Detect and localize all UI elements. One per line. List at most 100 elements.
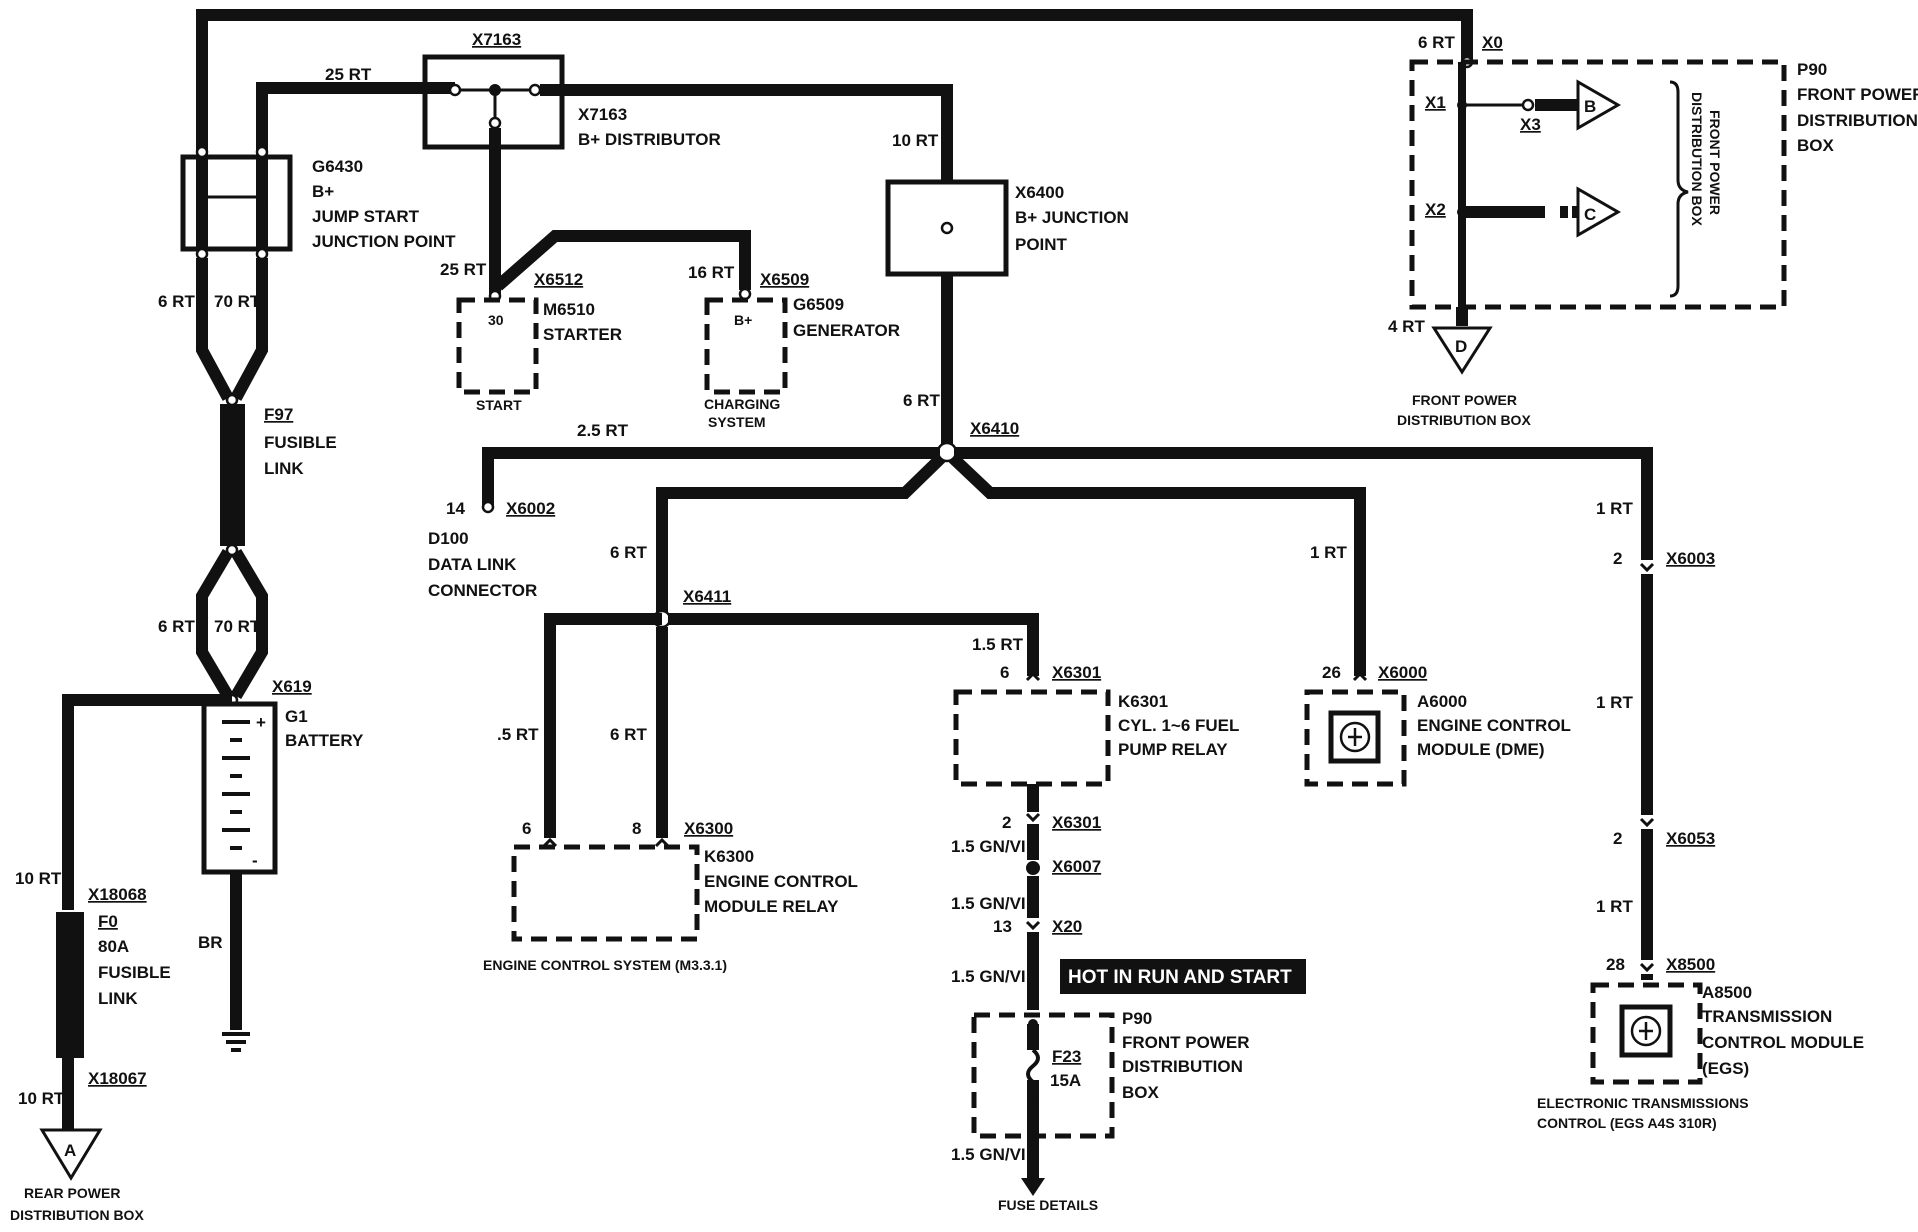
connector-d-letter: D (1455, 337, 1467, 356)
wire-16rt-generator (494, 230, 751, 291)
side-label: DISTRIBUTION BOX (1689, 92, 1705, 226)
wire-1rt-dme (948, 453, 1366, 676)
component-label: FUSIBLE (264, 433, 337, 452)
wire-label: 6 RT (903, 391, 940, 410)
connector-label: X7163 (578, 105, 627, 124)
component-label: START (476, 397, 522, 413)
side-label: FRONT POWER (1707, 110, 1723, 215)
labels: X7163 25 RT X7163 B+ DISTRIBUTOR G6430 B… (10, 30, 1918, 1223)
wire-15rt-fuel-relay (668, 613, 1039, 676)
component-label: 80A (98, 937, 129, 956)
pin-label: 30 (488, 312, 504, 328)
svg-text:-: - (252, 851, 258, 870)
component-label: MODULE RELAY (704, 897, 839, 916)
component-label: SYSTEM (708, 414, 766, 430)
connector-label: X6410 (970, 419, 1019, 438)
fuse-rating: 15A (1050, 1071, 1081, 1090)
wire-label: 25 RT (440, 260, 487, 279)
component-label: CONTROL MODULE (1702, 1033, 1864, 1052)
ecm-relay-section (511, 837, 700, 942)
dme-box (1304, 689, 1407, 787)
distributor-section (422, 54, 953, 395)
connector-label: X6053 (1666, 829, 1715, 848)
fusible-link-f0 (56, 912, 84, 1058)
component-label: BOX (1797, 136, 1835, 155)
connector-label: X0 (1482, 33, 1503, 52)
connector-a-letter: A (64, 1141, 76, 1160)
wire-label: 25 RT (325, 65, 372, 84)
component-label: DATA LINK (428, 555, 517, 574)
fusible-link-f97 (220, 404, 245, 546)
connector-label: X6411 (683, 587, 731, 606)
wire-label: 1.5 GN/VI (951, 1145, 1026, 1164)
connector-b-letter: B (1584, 97, 1596, 116)
connector-label: X3 (1520, 115, 1541, 134)
fuel-pump-section (953, 671, 1306, 1196)
wire-6rt-x6411 (656, 453, 946, 618)
component-label: ENGINE CONTROL SYSTEM (M3.3.1) (483, 957, 727, 973)
wire-05rt-ecm (544, 613, 662, 838)
wire-25rt-d100 (482, 447, 940, 505)
wire-label: 10 RT (18, 1089, 65, 1108)
fuse-details-arrow (1021, 1178, 1045, 1196)
wire-1rt-egs (954, 447, 1653, 560)
wire-label: 1.5 RT (972, 635, 1024, 654)
transistor-module-icon-egs (1630, 1015, 1662, 1047)
component-id: G6430 (312, 157, 363, 176)
starter-box (456, 297, 539, 395)
wire-label: 6 RT (610, 543, 647, 562)
component-label: PUMP RELAY (1118, 740, 1228, 759)
ecm-relay-box (511, 844, 700, 942)
egs-section (1590, 562, 1703, 1085)
component-id: P90 (1122, 1009, 1152, 1028)
component-id: P90 (1797, 60, 1827, 79)
connector-label: X6000 (1378, 663, 1427, 682)
component-id: F97 (264, 405, 293, 424)
component-id: A8500 (1702, 983, 1752, 1002)
connector-c-letter: C (1584, 205, 1596, 224)
dme-section (1304, 671, 1407, 787)
wire-label: 6 RT (158, 292, 195, 311)
wire-label: 1 RT (1596, 897, 1633, 916)
hot-in-run-text: HOT IN RUN AND START (1068, 967, 1292, 988)
component-id: M6510 (543, 300, 595, 319)
component-label: CONNECTOR (428, 581, 537, 600)
fuel-pump-relay-box (953, 689, 1111, 787)
component-label: FRONT POWER (1122, 1033, 1250, 1052)
connector-d-triangle (1431, 326, 1493, 375)
wire-label: 1.5 GN/VI (951, 967, 1026, 986)
component-label: REAR POWER (24, 1185, 120, 1201)
connector-c-triangle (1576, 186, 1622, 238)
component-label: MODULE (DME) (1417, 740, 1544, 759)
connector-a-triangle (39, 1128, 103, 1181)
wire-label: 10 RT (892, 131, 939, 150)
connector-label: X6509 (760, 270, 809, 289)
wire-10rt-f0 (62, 694, 232, 910)
wire-label: BR (198, 933, 223, 952)
wire-label: 10 RT (15, 869, 62, 888)
wire-label: 16 RT (688, 263, 735, 282)
wire-6rt-main-top (196, 9, 1473, 250)
component-id: G1 (285, 707, 308, 726)
jump-start-junction-box (180, 154, 293, 252)
component-label: ELECTRONIC TRANSMISSIONS (1537, 1095, 1749, 1111)
component-label: STARTER (543, 325, 622, 344)
dme-module-frame (1328, 710, 1381, 764)
connector-label: X6512 (534, 270, 583, 289)
connector-label: X6301 (1052, 663, 1101, 682)
hot-in-run-banner (1060, 959, 1306, 994)
component-id: A6000 (1417, 692, 1467, 711)
fuse-id: F23 (1052, 1047, 1081, 1066)
pin-label: 28 (1606, 955, 1625, 974)
connector-label: X18068 (88, 885, 147, 904)
transistor-module-icon (1339, 721, 1371, 753)
component-label: JUMP START (312, 207, 420, 226)
junction-section (481, 179, 1653, 838)
svg-text:+: + (256, 713, 266, 732)
pin-label: 2 (1002, 813, 1011, 832)
wire-label: 1.5 GN/VI (951, 837, 1026, 856)
connector-label: X20 (1052, 917, 1082, 936)
battery-feed-section: + - (39, 9, 1473, 1181)
pin-label: 6 (522, 819, 531, 838)
component-label: B+ JUNCTION (1015, 208, 1129, 227)
